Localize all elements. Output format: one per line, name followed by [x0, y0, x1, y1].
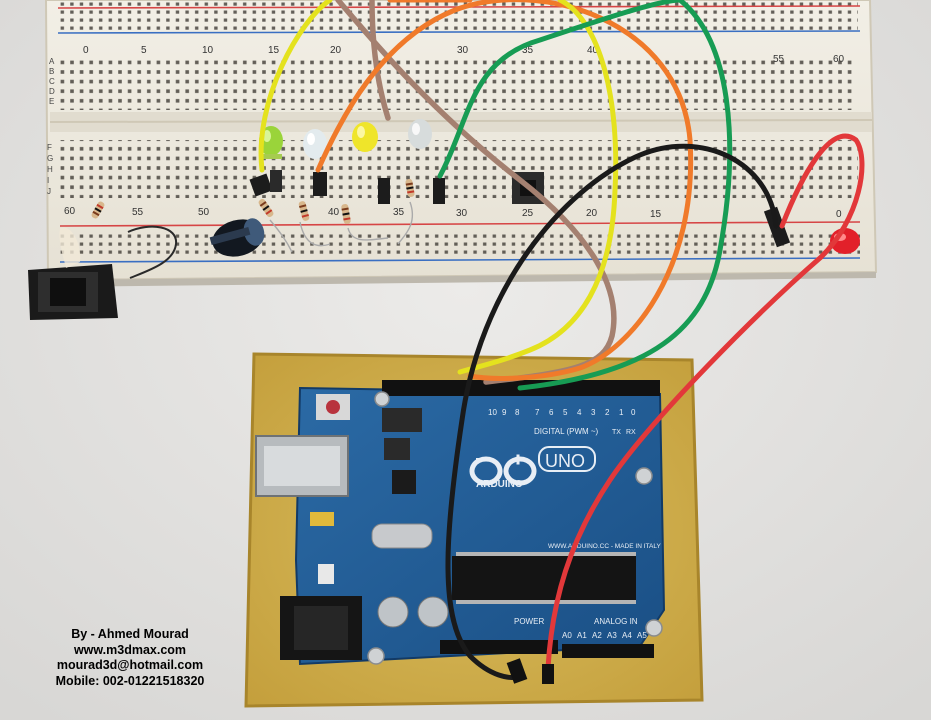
- bottom-column-numbers: 60 55 50 40 35 30 25 20 15 0: [64, 206, 842, 220]
- credit-email: mourad3d@hotmail.com: [56, 658, 204, 672]
- power-label: POWER: [514, 617, 544, 626]
- column-number: 25: [522, 208, 534, 219]
- pin-numbers: 10 9 8 7 6 5 4 3 2 1 0: [488, 408, 636, 417]
- capacitor: [209, 218, 265, 257]
- author-credits: By - Ahmed Mourad www.m3dmax.com mourad3…: [20, 627, 240, 689]
- mounting-screws: [367, 391, 663, 665]
- yellow-led: [352, 122, 378, 152]
- row-letter: C: [49, 77, 55, 86]
- digital-label: DIGITAL (PWM ~): [534, 427, 599, 436]
- column-number: 40: [587, 45, 599, 56]
- row-letter: D: [49, 87, 55, 96]
- pin-number: 3: [591, 408, 596, 417]
- dc-barrel-connector: [280, 596, 362, 660]
- model-text: UNO: [545, 451, 585, 471]
- clear-led: [408, 119, 432, 149]
- reset-button: [316, 394, 350, 420]
- column-number: 15: [650, 209, 662, 220]
- row-letter: F: [47, 143, 52, 152]
- analog-header: [562, 644, 654, 658]
- column-number: 5: [141, 45, 147, 56]
- usb-connector: [255, 435, 349, 497]
- jumper-wires: [258, 0, 865, 684]
- credit-author: By - Ahmed Mourad: [71, 627, 189, 641]
- rx-label: RX: [626, 429, 636, 436]
- column-number: 0: [836, 209, 842, 220]
- column-number: 20: [586, 208, 598, 219]
- analog-pin-label: A3: [607, 631, 617, 640]
- power-header: [440, 640, 558, 654]
- usb-chip: [392, 470, 416, 494]
- row-letter: I: [47, 176, 49, 185]
- column-number: 15: [268, 45, 280, 56]
- pin-number: 6: [549, 408, 554, 417]
- analog-pin-label: A4: [622, 631, 632, 640]
- column-number: 30: [457, 45, 469, 56]
- resistors: [91, 179, 415, 253]
- column-number: 55: [132, 207, 144, 218]
- analog-pin-label: A5: [637, 631, 647, 640]
- icsp-header: [382, 408, 422, 432]
- column-number: 0: [83, 45, 89, 56]
- arduino-logo: ARDUINO: [469, 454, 537, 490]
- row-letter: H: [47, 165, 53, 174]
- column-number: 35: [522, 45, 534, 56]
- pin-number: 1: [619, 408, 624, 417]
- atmega-chip: [452, 556, 636, 600]
- column-number: 20: [330, 45, 342, 56]
- credit-website: www.m3dmax.com: [73, 642, 187, 657]
- uno-badge: UNO: [538, 446, 596, 472]
- fuse: [310, 512, 334, 526]
- pin-number: 5: [563, 408, 568, 417]
- white-led: [303, 129, 327, 159]
- tx-label: TX: [612, 429, 621, 436]
- top-row-letters: A B C D E: [49, 57, 55, 106]
- pin-number: 9: [502, 408, 507, 417]
- green-led: [259, 126, 283, 159]
- row-letter: J: [47, 187, 51, 196]
- pin-number: 0: [631, 408, 636, 417]
- column-number: 35: [393, 207, 405, 218]
- pin-number: 8: [515, 408, 520, 417]
- made-in-text: WWW.ARDUINO.CC - MADE IN ITALY: [548, 543, 661, 550]
- analog-label: ANALOG IN: [594, 617, 638, 626]
- logo-text: ARDUINO: [476, 479, 523, 490]
- analog-pin-label: A1: [577, 631, 587, 640]
- crystal: [371, 523, 433, 549]
- credit-mobile: Mobile: 002-01221518320: [55, 673, 205, 688]
- pin-number: 2: [605, 408, 610, 417]
- pin-number: 7: [535, 408, 540, 417]
- regulator: [318, 564, 334, 584]
- pin-number: 4: [577, 408, 582, 417]
- lower-row-letters: F G H I J: [47, 143, 53, 196]
- row-letter: E: [49, 97, 54, 106]
- dc-jack: [28, 225, 178, 320]
- board-capacitor: [377, 596, 409, 628]
- icsp-header: [384, 438, 410, 460]
- row-letter: G: [47, 154, 53, 163]
- column-number: 40: [328, 207, 340, 218]
- column-number: 50: [198, 207, 210, 218]
- row-letter: A: [49, 57, 55, 66]
- pin-number: 10: [488, 408, 497, 417]
- column-number: 60: [64, 206, 76, 217]
- analog-pin-labels: A0 A1 A2 A3 A4 A5: [562, 631, 647, 640]
- analog-pin-label: A0: [562, 631, 572, 640]
- breadboard: 0 5 10 15 20 30 35 40 55 60 A B C D E F …: [44, 0, 878, 287]
- row-letter: B: [49, 67, 54, 76]
- analog-pin-label: A2: [592, 631, 602, 640]
- column-number: 10: [202, 45, 214, 56]
- board-capacitor: [417, 596, 449, 628]
- column-number: 30: [456, 208, 468, 219]
